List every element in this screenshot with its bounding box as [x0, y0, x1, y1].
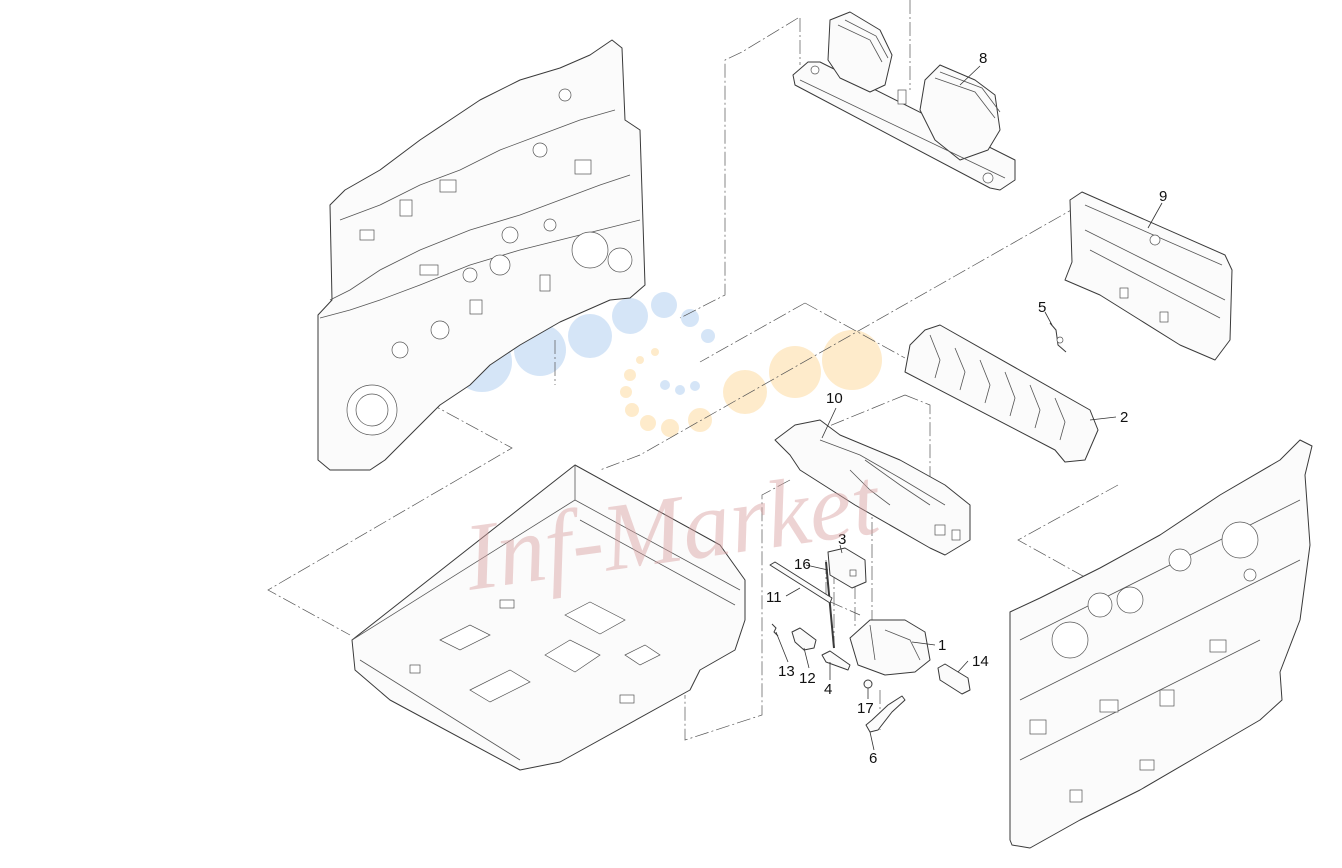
part-3-bracket [827, 547, 867, 589]
part-16-shaft [825, 561, 835, 649]
callout-14: 14 [972, 653, 989, 670]
part-1-holder [849, 619, 931, 676]
callout-3: 3 [838, 531, 846, 548]
callout-10: 10 [826, 390, 843, 407]
top-guide-assembly-8 [792, 11, 1016, 191]
callout-11: 11 [766, 589, 782, 606]
callout-6: 6 [869, 750, 877, 767]
callout-2: 2 [1120, 409, 1128, 426]
right-frame-panel [1009, 439, 1313, 849]
part-14-pin [937, 663, 971, 695]
part-11-roller [769, 561, 833, 604]
paper-feed-guide-10 [774, 419, 971, 556]
leader-lines [775, 65, 1163, 751]
left-frame-panel [317, 39, 646, 471]
part-12-clip [791, 627, 817, 651]
small-lever-5 [1049, 322, 1067, 353]
rear-cover-9 [1064, 191, 1233, 361]
paper-guide-2 [904, 324, 1099, 463]
callout-9: 9 [1159, 188, 1167, 205]
part-4-plate [821, 650, 851, 671]
callout-12: 12 [799, 670, 816, 687]
bottom-tray-frame [351, 464, 746, 771]
callout-16: 16 [794, 556, 811, 573]
part-17-screw [863, 679, 873, 689]
watermark-dots [452, 292, 882, 437]
callout-1: 1 [938, 637, 946, 654]
callout-13: 13 [778, 663, 795, 680]
callout-labels: 8 9 5 2 10 3 16 11 1 14 13 12 4 17 6 [766, 50, 1167, 767]
callout-8: 8 [979, 50, 987, 67]
part-6-lever [865, 695, 906, 733]
callout-4: 4 [824, 681, 832, 698]
callout-17: 17 [857, 700, 874, 717]
callout-5: 5 [1038, 299, 1046, 316]
